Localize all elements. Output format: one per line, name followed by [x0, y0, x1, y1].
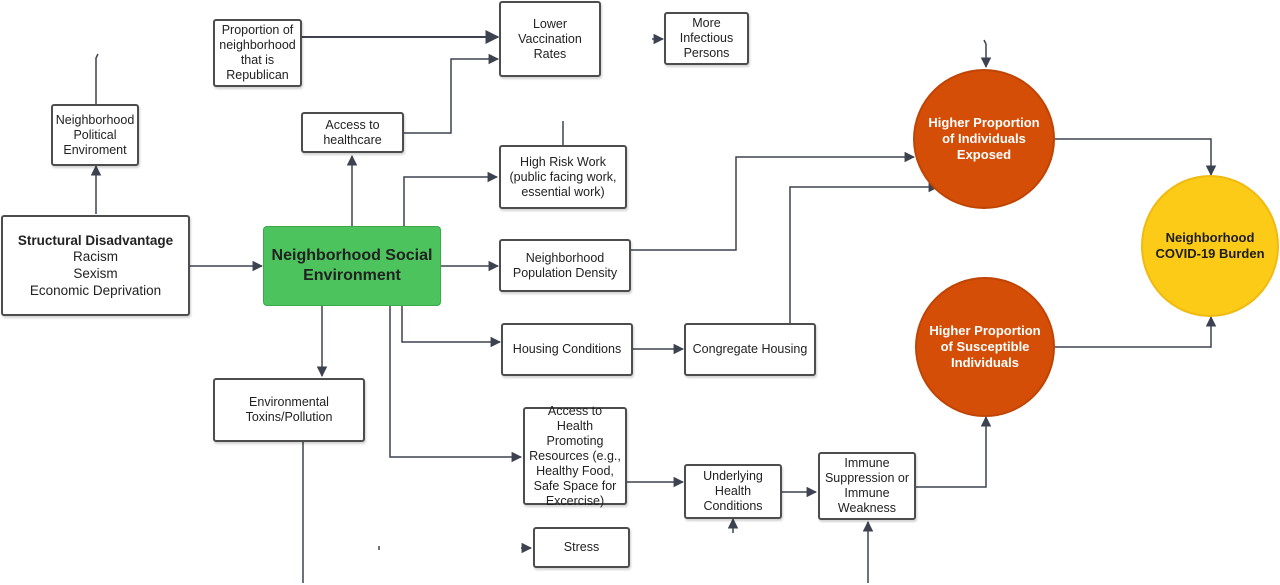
node-higher-proportion-susceptible: Higher Proportion of Susceptible Individ… — [915, 277, 1055, 417]
edge-social-housing — [401, 306, 502, 348]
republican-label: Proportion of neighborhood that is Repub… — [219, 23, 296, 82]
node-neighborhood-social-environment: Neighborhood Social Environment — [263, 226, 441, 306]
political-label: Neighborhood Political Enviroment — [55, 112, 135, 157]
node-access-healthcare: Access to healthcare — [301, 112, 404, 153]
edge-density-exposed — [631, 151, 916, 251]
edge-into-exposed-top — [980, 39, 992, 69]
toxins-label: Environmental Toxins/Pollution — [245, 395, 333, 424]
congregate-label: Congregate Housing — [692, 342, 808, 356]
node-republican: Proportion of neighborhood that is Repub… — [213, 19, 302, 87]
node-lower-vaccination: Lower Vaccination Rates — [499, 1, 601, 77]
edge-healthcare-vaccination — [404, 53, 500, 134]
node-population-density: Neighborhood Population Density — [499, 239, 631, 292]
node-underlying-health: Underlying Health Conditions — [684, 464, 782, 519]
edge-social-resources — [389, 306, 523, 463]
node-higher-proportion-exposed: Higher Proportion of Individuals Exposed — [913, 69, 1055, 209]
node-environmental-toxins: Environmental Toxins/Pollution — [213, 378, 365, 442]
density-label: Neighborhood Population Density — [512, 250, 618, 280]
highrisk-label: High Risk Work (public facing work, esse… — [509, 154, 617, 199]
immune-label: Immune Suppression or Immune Weakness — [824, 456, 910, 515]
node-covid-burden: Neighborhood COVID-19 Burden — [1141, 175, 1279, 317]
structural-line-3: Economic Deprivation — [29, 282, 162, 298]
resources-label: Access to Health Promoting Resources (e.… — [529, 403, 621, 508]
node-health-promoting-resources: Access to Health Promoting Resources (e.… — [523, 404, 627, 508]
exposed-label: Higher Proportion of Individuals Exposed — [928, 115, 1040, 162]
edge-immune-susceptible — [916, 415, 992, 488]
structural-title: Structural Disadvantage — [17, 232, 174, 248]
social-label: Neighborhood Social Environment — [271, 247, 433, 284]
structural-line-2: Sexism — [73, 265, 118, 281]
node-more-infectious: More Infectious Persons — [664, 12, 749, 65]
vaccination-label: Lower Vaccination Rates — [518, 16, 582, 61]
node-structural-disadvantage: Structural Disadvantage Racism Sexism Ec… — [1, 215, 190, 316]
housing-label: Housing Conditions — [512, 342, 622, 356]
edge-susceptible-burden — [1055, 315, 1217, 348]
edge-exposed-burden — [1055, 138, 1217, 177]
stress-label: Stress — [563, 540, 600, 554]
underlying-label: Underlying Health Conditions — [703, 469, 763, 513]
healthcare-label: Access to healthcare — [323, 117, 382, 147]
node-housing-conditions: Housing Conditions — [501, 323, 633, 376]
infectious-label: More Infectious Persons — [679, 16, 734, 60]
susceptible-label: Higher Proportion of Susceptible Individ… — [929, 323, 1041, 370]
edge-stub-political-top — [95, 53, 99, 104]
edge-congregate-exposed — [789, 181, 940, 323]
burden-label: Neighborhood COVID-19 Burden — [1155, 230, 1265, 261]
structural-line-1: Racism — [72, 248, 118, 264]
node-stress: Stress — [533, 527, 630, 568]
edge-social-highrisk — [403, 171, 499, 226]
node-immune-suppression: Immune Suppression or Immune Weakness — [818, 452, 916, 520]
node-high-risk-work: High Risk Work (public facing work, esse… — [499, 145, 627, 209]
node-political-environment: Neighborhood Political Enviroment — [51, 104, 139, 166]
node-congregate-housing: Congregate Housing — [684, 323, 816, 376]
